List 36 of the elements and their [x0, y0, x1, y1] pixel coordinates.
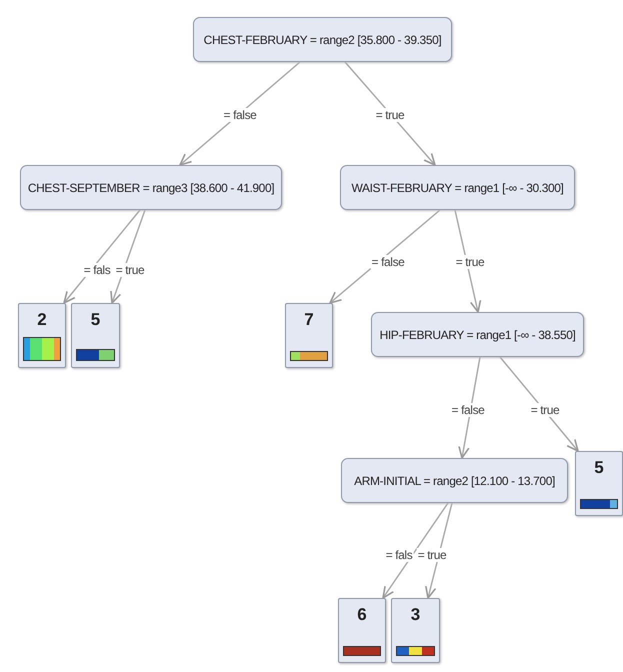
leaf-node [575, 451, 623, 516]
class-count: 7 [304, 310, 314, 330]
leaf-node [285, 303, 333, 368]
class-count: 5 [90, 310, 100, 330]
split-condition: HIP-FEBRUARY = range1 [-∞ - 38.550] [380, 328, 576, 342]
split-condition: CHEST-SEPTEMBER = range3 [38.600 - 41.900] [28, 180, 274, 194]
split-condition: CHEST-FEBRUARY = range2 [35.800 - 39.350] [204, 32, 442, 46]
class-count: 2 [37, 310, 47, 330]
arrow [458, 356, 481, 459]
split-node [340, 165, 575, 210]
split-condition: ARM-INITIAL = range2 [12.100 - 13.700] [354, 474, 555, 488]
edge-label: = false [370, 255, 406, 269]
edge-label: = true [374, 108, 406, 122]
leaf-node [71, 303, 120, 368]
edge-label: = fals [384, 548, 414, 562]
split-node [20, 165, 282, 210]
class-count: 6 [357, 605, 367, 625]
split-node [341, 458, 568, 503]
edge-label: = false [450, 403, 486, 417]
edge-label: = fals [82, 263, 112, 277]
edge-label: = true [114, 263, 146, 277]
edge-label: = false [222, 108, 258, 122]
edge-label: = true [530, 403, 560, 417]
class-count: 3 [410, 605, 420, 625]
leaf-node [18, 303, 66, 368]
split-condition: WAIST-FEBRUARY = range1 [-∞ - 30.300] [352, 180, 564, 194]
arrow [382, 502, 449, 599]
leaf-node [338, 598, 386, 663]
edge-label: = true [416, 548, 448, 562]
class-count: 5 [594, 458, 604, 478]
split-node [193, 17, 452, 62]
arrow [179, 61, 300, 166]
arrow [425, 502, 453, 599]
leaf-node [391, 598, 440, 663]
edge-label: = true [454, 255, 486, 269]
split-node [371, 312, 584, 357]
